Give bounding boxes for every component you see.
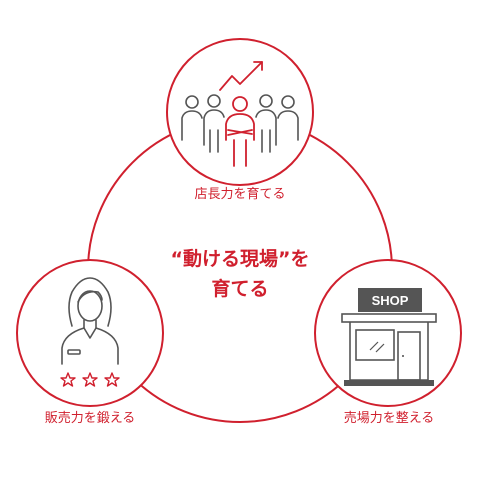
center-title-line2: 育てる [211,278,269,300]
team-growth-icon [181,61,299,167]
node-circle-right [314,259,462,407]
shop-sign [358,288,422,312]
center-title: “動ける現場”を 育てる [171,244,310,304]
node-label-left: 販売力を鍛える [44,411,136,426]
node-circle-top [166,38,314,186]
node-label-right: 売場力を整える [343,411,435,426]
node-circle-left [16,259,164,407]
shop-sign-text: SHOP [372,293,409,308]
center-title-line1: “動ける現場”を [170,248,310,270]
rating-stars [60,372,120,387]
node-label-top: 店長力を育てる [194,187,286,202]
shop-icon: SHOP [341,288,437,386]
staff-rating-icon [60,277,120,387]
